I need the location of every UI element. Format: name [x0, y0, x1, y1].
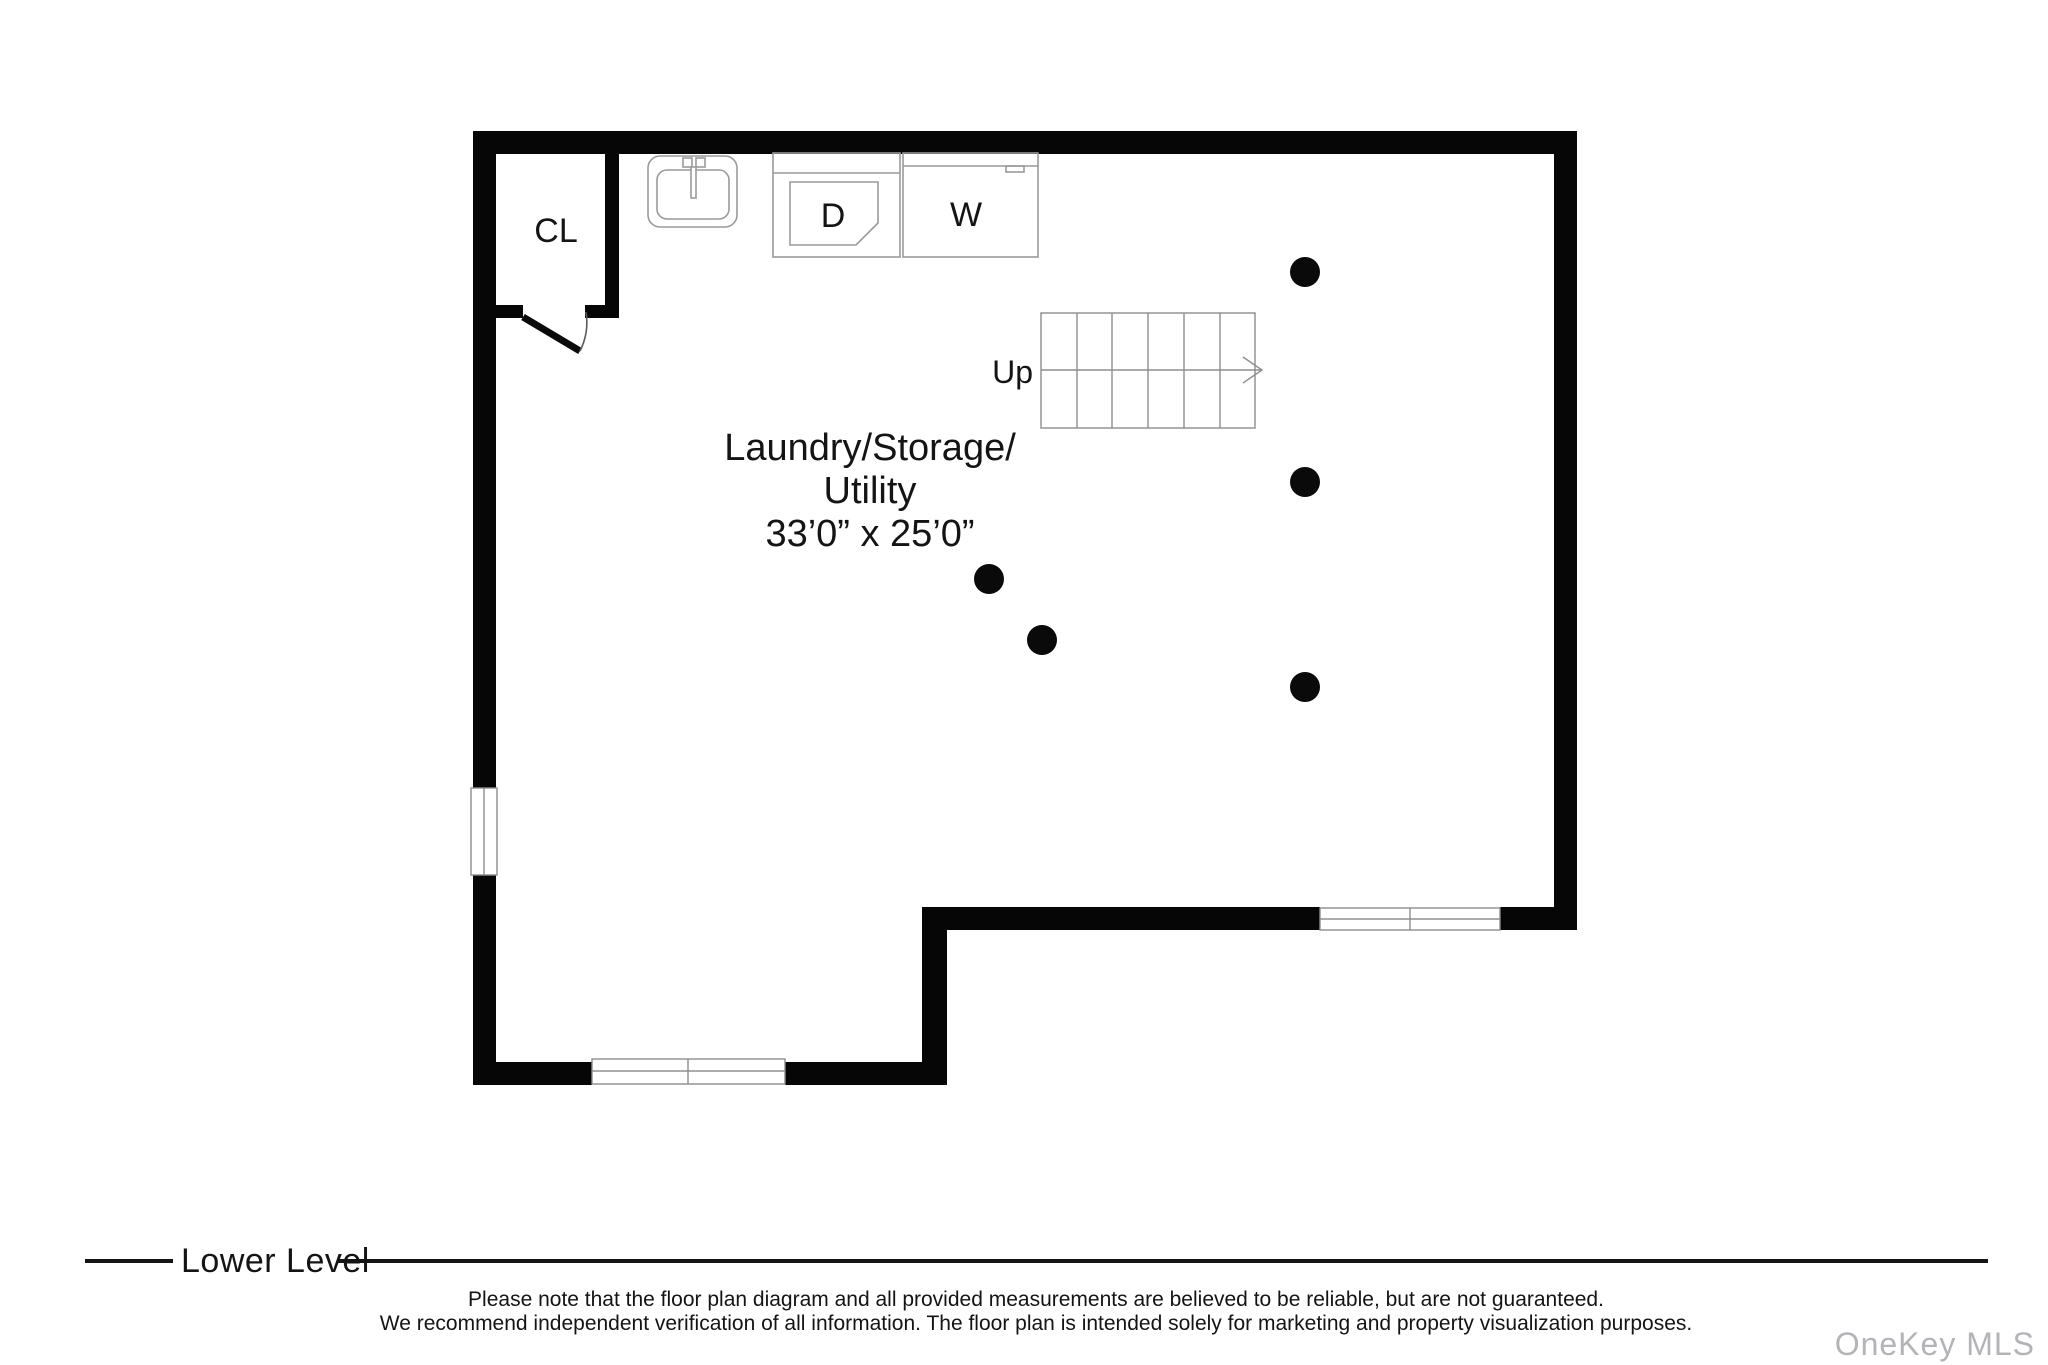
exterior-walls	[473, 131, 1577, 1085]
door-swing-arc	[579, 311, 588, 352]
stairs-arrow-head	[1242, 356, 1264, 384]
sink-tap-left	[682, 157, 693, 168]
room-name-line1: Laundry/Storage/	[724, 427, 1016, 469]
washer-label: W	[950, 196, 982, 234]
wall-bottom-left-b	[785, 1062, 947, 1085]
title-rule-left	[85, 1259, 173, 1263]
column-dot	[1290, 257, 1320, 287]
wall-left-upper	[473, 131, 496, 788]
level-title: Lower Level	[181, 1242, 370, 1280]
title-rule-right	[338, 1259, 1988, 1263]
watermark-onekey-mls: OneKey MLS	[1834, 1326, 2035, 1362]
column-dot	[1290, 467, 1320, 497]
window-bottom-right	[1319, 907, 1501, 931]
closet-wall-right	[605, 153, 619, 318]
closet-label: CL	[534, 212, 577, 250]
window-left	[470, 787, 498, 876]
sink-icon	[647, 155, 738, 228]
floor-plan-drawing: CL D W	[470, 131, 1577, 1085]
room-label: Laundry/Storage/ Utility 33’0” x 25’0”	[724, 427, 1016, 555]
sink-tap-right	[695, 157, 706, 168]
dryer-label: D	[821, 197, 846, 235]
disclaimer-line1: Please note that the floor plan diagram …	[468, 1288, 1604, 1311]
dryer-body	[789, 181, 879, 246]
window-bottom-left	[591, 1058, 786, 1085]
wall-bottom-left-a	[473, 1062, 592, 1085]
wall-step-vertical	[922, 907, 947, 1085]
stairs-up-label: Up	[992, 354, 1033, 390]
wall-bottom-right-b	[1500, 907, 1577, 930]
wall-top	[473, 131, 1577, 154]
dryer-outline	[772, 152, 901, 258]
room-dimensions: 33’0” x 25’0”	[765, 513, 974, 555]
wall-bottom-right-a	[922, 907, 1320, 930]
sink-faucet-stem	[690, 166, 697, 199]
closet: CL	[496, 153, 619, 355]
disclaimer-line2: We recommend independent verification of…	[379, 1312, 1693, 1335]
closet-wall-stub-right	[585, 305, 619, 318]
room-name-line2: Utility	[824, 470, 917, 512]
washer-handle	[1005, 165, 1025, 173]
dryer-icon: D	[772, 152, 901, 258]
staircase-icon: Up	[992, 312, 1264, 429]
support-columns	[974, 257, 1320, 702]
column-dot	[974, 564, 1004, 594]
washer-icon: W	[902, 152, 1039, 258]
column-dot	[1027, 625, 1057, 655]
wall-right	[1554, 131, 1577, 930]
column-dot	[1290, 672, 1320, 702]
washer-outline	[902, 152, 1039, 258]
closet-wall-stub-left	[496, 305, 523, 318]
door-leaf	[521, 313, 582, 355]
wall-left-lower	[473, 875, 496, 1085]
disclaimer: Please note that the floor plan diagram …	[12, 1288, 2048, 1336]
